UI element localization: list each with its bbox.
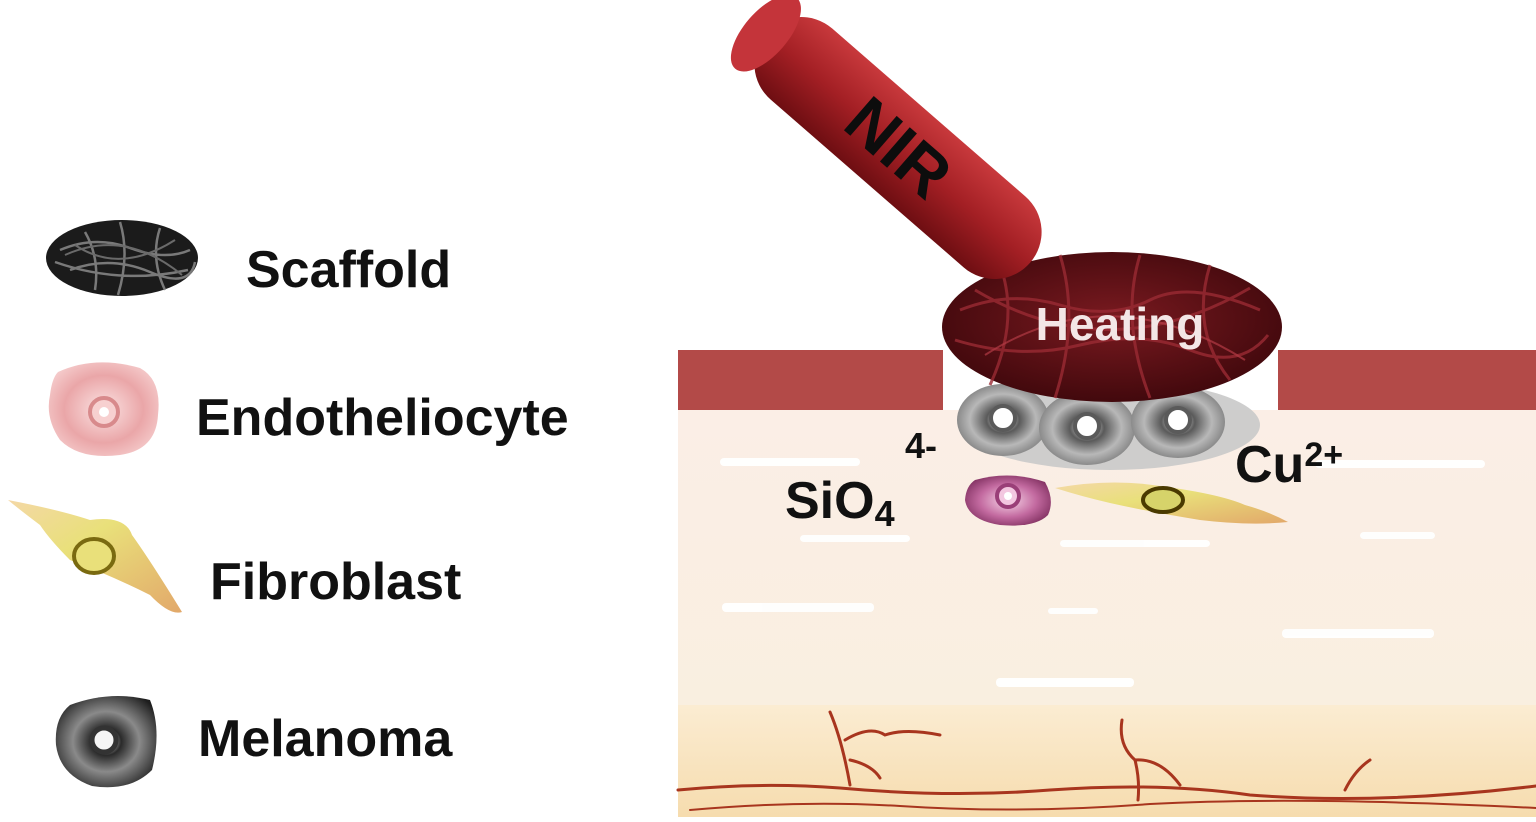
silicate-subscript: 4 <box>875 493 895 534</box>
skin-tissue <box>676 350 1536 817</box>
legend-label-scaffold: Scaffold <box>246 241 452 299</box>
melanoma-cell <box>957 384 1049 456</box>
melanoma-cell-cluster <box>957 380 1260 470</box>
hypodermis <box>678 705 1536 817</box>
legend-label-fibroblast: Fibroblast <box>210 553 462 611</box>
svg-text:Cu2+: Cu2+ <box>1235 436 1343 494</box>
silicate-ion-label: SiO4 4- <box>785 425 937 534</box>
epidermis-right <box>1278 350 1536 410</box>
copper-charge: 2+ <box>1304 436 1343 474</box>
copper-ion-label: Cu2+ <box>1235 436 1343 494</box>
endotheliocyte-cell <box>965 475 1051 526</box>
silicate-charge: 4- <box>905 425 937 466</box>
blood-vessels <box>676 710 1536 811</box>
scaffold-disc: Heating <box>942 252 1282 402</box>
legend-label-endotheliocyte: Endotheliocyte <box>196 389 569 447</box>
melanoma-legend-icon <box>55 696 157 788</box>
legend-label-melanoma: Melanoma <box>198 710 453 768</box>
fibroblast-legend-icon <box>8 500 182 613</box>
scaffold-heating-label: Heating <box>1036 298 1205 350</box>
silicate-base: SiO <box>785 472 875 530</box>
epidermis-left <box>678 350 943 410</box>
dermis-streaks <box>720 458 1485 687</box>
melanoma-cell <box>1039 391 1135 465</box>
fibroblast-cell <box>1055 482 1288 524</box>
copper-base: Cu <box>1235 436 1304 494</box>
nir-laser: NIR <box>730 0 1042 279</box>
svg-text:SiO4: SiO4 <box>785 472 895 534</box>
endotheliocyte-legend-icon <box>48 362 159 456</box>
scaffold-legend-icon <box>46 220 198 296</box>
melanoma-cell <box>1131 386 1225 458</box>
